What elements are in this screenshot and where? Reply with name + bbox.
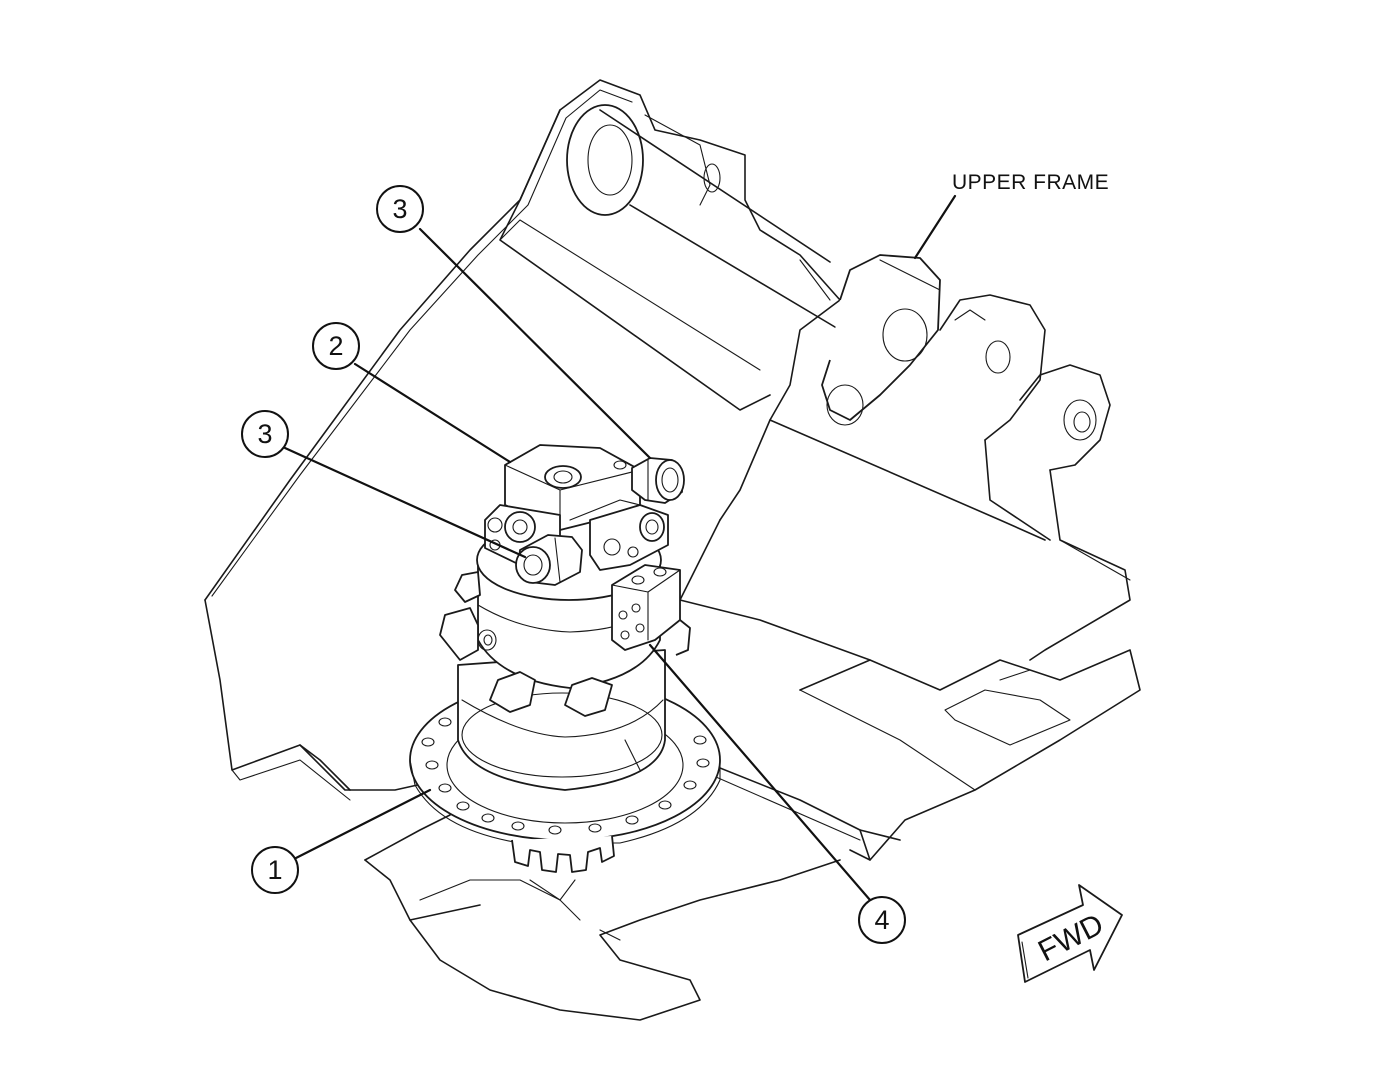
manifold-block [611, 564, 691, 656]
callout-1: 1 [251, 788, 432, 894]
callout-4: 4 [648, 643, 906, 944]
svg-text:4: 4 [874, 905, 889, 935]
svg-text:3: 3 [392, 194, 407, 224]
callout-2: 2 [312, 322, 512, 464]
flange-bolt-holes [421, 717, 710, 835]
motor-valve-block [484, 444, 669, 571]
callout-3-lower: 3 [241, 410, 527, 559]
svg-text:1: 1 [267, 855, 282, 885]
callout-3-upper: 3 [376, 185, 652, 460]
relief-valve-upper [631, 457, 685, 504]
upper-frame-structure [204, 79, 1141, 1021]
upper-frame-label: UPPER FRAME [952, 171, 1109, 194]
svg-text:2: 2 [328, 331, 343, 361]
upper-frame-leader [913, 194, 957, 260]
svg-text:3: 3 [257, 419, 272, 449]
relief-valve-lower [515, 534, 583, 586]
forward-arrow: FWD [1017, 884, 1123, 983]
